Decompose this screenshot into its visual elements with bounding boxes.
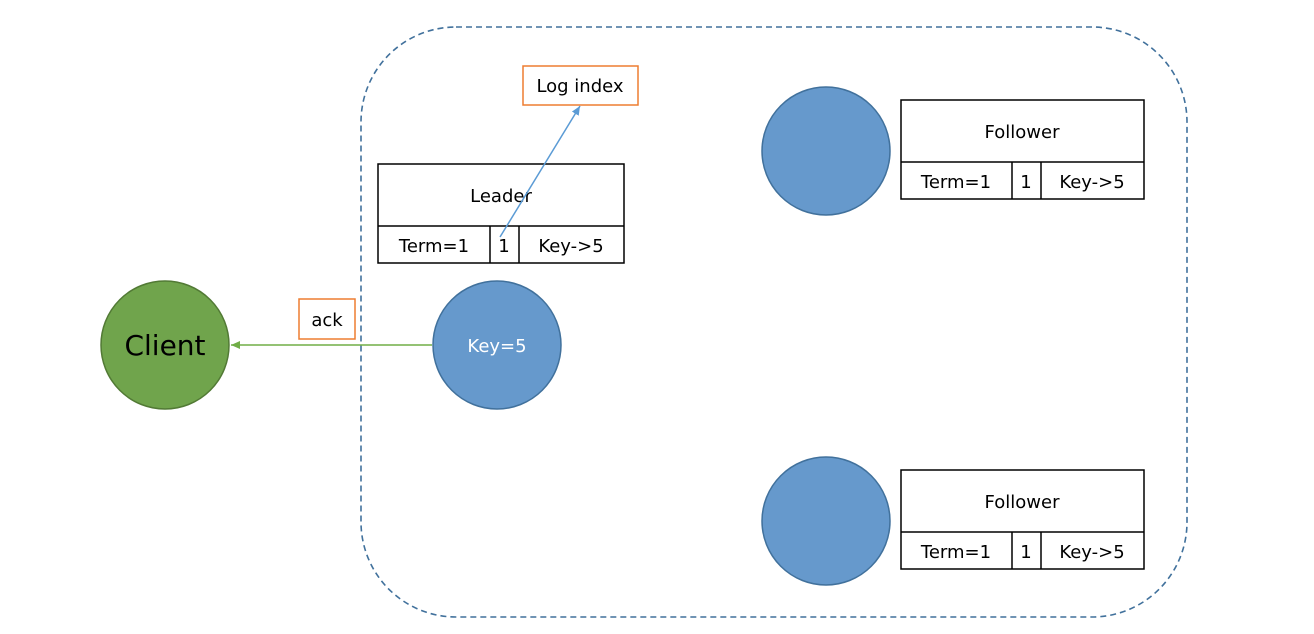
- leader-log-command: Key->5: [538, 236, 603, 257]
- follower-1-log-command: Key->5: [1059, 172, 1124, 193]
- follower-1-log-table: Follower Term=1 1 Key->5: [900, 99, 1145, 200]
- leader-node-label: Key=5: [467, 336, 526, 357]
- follower-1-title: Follower: [985, 122, 1061, 143]
- log-index-label-box: Log index: [522, 65, 639, 106]
- follower-2-title: Follower: [985, 492, 1061, 513]
- leader-log-index: 1: [498, 236, 509, 257]
- client-label: Client: [124, 329, 205, 362]
- log-index-label: Log index: [536, 76, 623, 97]
- client-node: Client: [100, 280, 230, 410]
- follower-2-log-term: Term=1: [920, 542, 991, 563]
- follower-2-log-command: Key->5: [1059, 542, 1124, 563]
- cluster-boundary: [360, 26, 1188, 618]
- follower-1-log-index: 1: [1020, 172, 1031, 193]
- follower-2-log-table: Follower Term=1 1 Key->5: [900, 469, 1145, 570]
- follower-1-table-border: [900, 99, 1145, 200]
- leader-log-term: Term=1: [398, 236, 469, 257]
- follower-2-table-border: [900, 469, 1145, 570]
- log-index-label-border: [522, 65, 639, 106]
- ack-label: ack: [311, 310, 343, 331]
- leader-node: Key=5: [432, 280, 562, 410]
- leader-table-border: [377, 163, 625, 264]
- log-index-arrow: [499, 105, 581, 238]
- ack-label-box: ack: [298, 298, 356, 340]
- ack-label-border: [298, 298, 356, 340]
- client-circle: [100, 280, 230, 410]
- leader-title: Leader: [470, 186, 532, 207]
- follower-2-log-index: 1: [1020, 542, 1031, 563]
- follower-1-log-term: Term=1: [920, 172, 991, 193]
- follower-2-circle: [761, 456, 891, 586]
- leader-circle: [432, 280, 562, 410]
- follower-1-circle: [761, 86, 891, 216]
- leader-log-table: Leader Term=1 1 Key->5: [377, 163, 625, 264]
